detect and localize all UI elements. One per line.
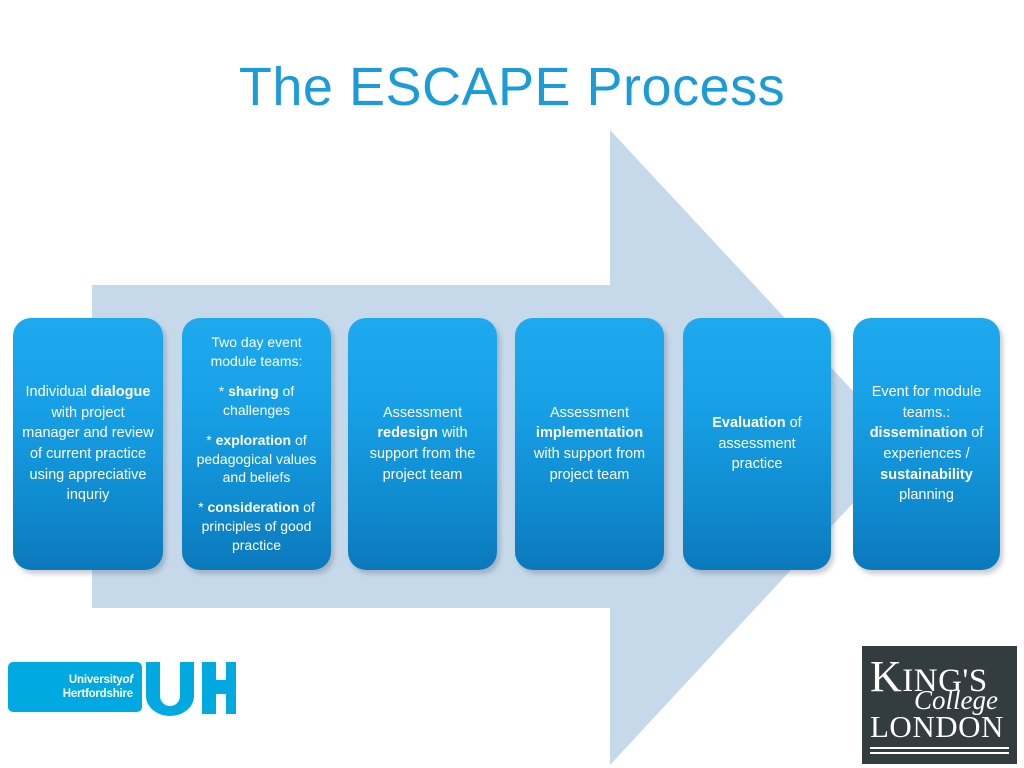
stage-paragraph: * exploration of pedagogical values and … xyxy=(196,431,317,486)
uh-monogram-icon xyxy=(146,662,236,716)
stage-box-individual-dialogue[interactable]: Individual dialogue with project manager… xyxy=(13,318,163,570)
stage-paragraph: * sharing of challenges xyxy=(218,382,295,418)
uh-logo-line-2: Hertfordshire xyxy=(62,687,133,700)
kings-college-london-logo: KING'S College LONDON xyxy=(862,646,1017,764)
stage-box-dissemination-event[interactable]: Event for module teams.: dissemination o… xyxy=(853,318,1000,570)
uh-logo-plate: Universityof Hertfordshire xyxy=(8,662,142,712)
stage-box-assessment-redesign[interactable]: Assessment redesign with support from th… xyxy=(348,318,497,570)
kcl-rule xyxy=(870,752,1009,755)
page-title: The ESCAPE Process xyxy=(238,57,786,117)
stage-box-evaluation[interactable]: Evaluation of assessment practice xyxy=(683,318,831,570)
kcl-logo-line-3: LONDON xyxy=(870,709,1004,745)
university-of-hertfordshire-logo: Universityof Hertfordshire xyxy=(8,660,236,716)
stage-paragraph: Assessment implementation with support f… xyxy=(533,404,646,483)
stage-paragraph: Event for module teams.: dissemination o… xyxy=(869,384,984,504)
kcl-rule xyxy=(870,747,1009,750)
stage-paragraph: Two day event module teams: xyxy=(210,334,303,369)
kcl-logo-line-1: KING'S xyxy=(870,652,988,701)
kcl-logo-rules xyxy=(870,747,1009,755)
kcl-logo-line-2: College xyxy=(914,684,998,715)
stage-paragraph: Assessment redesign with support from th… xyxy=(369,404,476,483)
stage-paragraph: Evaluation of assessment practice xyxy=(712,415,802,473)
stage-box-two-day-event[interactable]: Two day event module teams: * sharing of… xyxy=(182,318,331,570)
stage-paragraph: * consideration of principles of good pr… xyxy=(198,499,315,554)
uh-logo-line-1: Universityof xyxy=(68,674,133,686)
stage-paragraph: Individual dialogue with project manager… xyxy=(22,384,154,504)
stage-box-assessment-implementation[interactable]: Assessment implementation with support f… xyxy=(515,318,664,570)
